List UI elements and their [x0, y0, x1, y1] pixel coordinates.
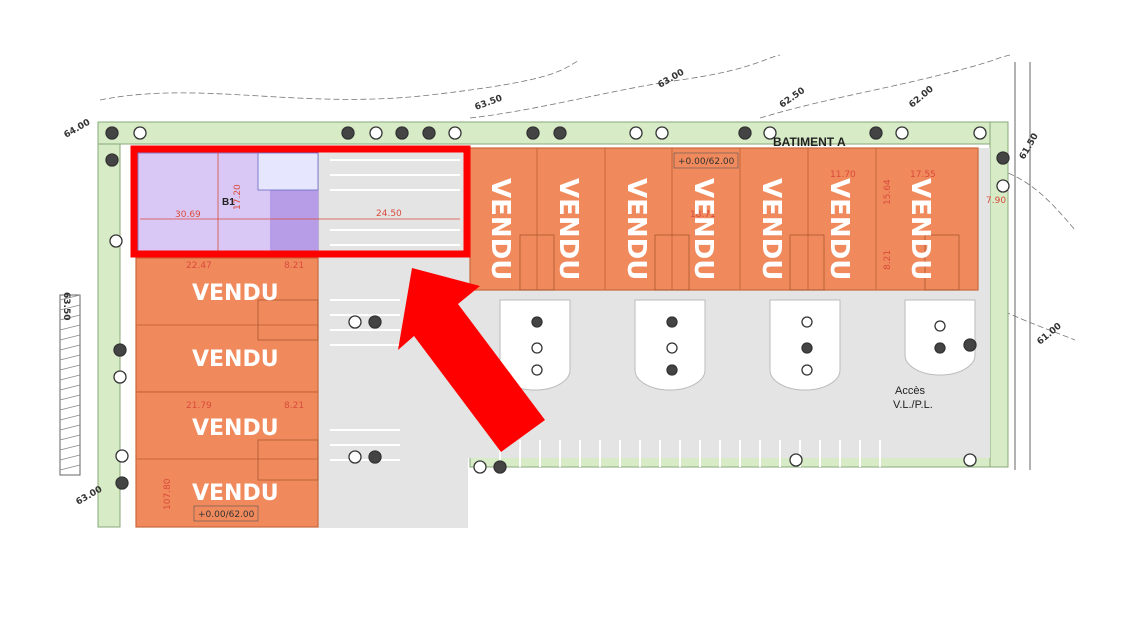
dimension-labels: 30.69 17.20 24.50 22.47 8.21 21.79 8.21 …	[163, 170, 1006, 510]
sold-labels-left: VENDU VENDU VENDU VENDU	[192, 281, 279, 506]
dim-left-row2-b: 8.21	[284, 401, 304, 411]
sold-label: VENDU	[553, 178, 583, 280]
dim-left-row1-a: 22.47	[186, 261, 212, 271]
lot-b1	[137, 152, 460, 252]
level-ref-bottom: +0.00/62.00	[198, 510, 255, 520]
sold-units-left	[135, 257, 319, 528]
tree-markers	[105, 126, 1010, 490]
level-references: +0.00/62.00 +0.00/62.00	[193, 152, 739, 522]
sold-label: VENDU	[824, 178, 854, 280]
sold-label: VENDU	[485, 178, 515, 280]
sold-label: VENDU	[621, 178, 651, 280]
sold-label: VENDU	[192, 281, 279, 306]
dim-parking-length: 24.50	[376, 209, 402, 219]
level-ref-top: +0.00/62.00	[678, 157, 735, 167]
access-label-line1: Accès	[895, 385, 925, 397]
highlight-box	[130, 145, 471, 258]
pointer-arrow	[398, 268, 545, 452]
sold-units-top	[469, 147, 979, 291]
dim-left-row1-b: 8.21	[284, 261, 304, 271]
dim-left-row2-a: 21.79	[186, 401, 212, 411]
sold-label: VENDU	[905, 178, 935, 280]
dim-b1-width: 30.69	[175, 210, 201, 220]
sold-labels-top: VENDU VENDU VENDU VENDU VENDU VENDU VEND…	[485, 178, 935, 280]
sold-label: VENDU	[192, 481, 279, 506]
hatched-wall	[59, 62, 1031, 476]
sold-label: VENDU	[192, 347, 279, 372]
access-label-line2: V.L./P.L.	[893, 399, 933, 411]
sold-label: VENDU	[192, 416, 279, 441]
dim-left-depth: 107.80	[163, 478, 173, 510]
dim-top-a: 18.71	[690, 210, 716, 220]
dim-top-b: 11.70	[830, 170, 856, 180]
building-label: BATIMENT A	[773, 135, 846, 149]
sold-label: VENDU	[688, 178, 718, 280]
lot-b1-label: B1	[222, 197, 235, 208]
dim-top-e: 8.21	[883, 250, 893, 270]
dim-top-c: 17.55	[910, 170, 936, 180]
dim-top-d: 15.64	[883, 179, 893, 205]
sold-label: VENDU	[756, 178, 786, 280]
dim-b1-depth: 17.20	[233, 184, 243, 210]
dim-top-f: 7.90	[986, 196, 1006, 206]
contour-label: 63.50	[61, 292, 71, 320]
